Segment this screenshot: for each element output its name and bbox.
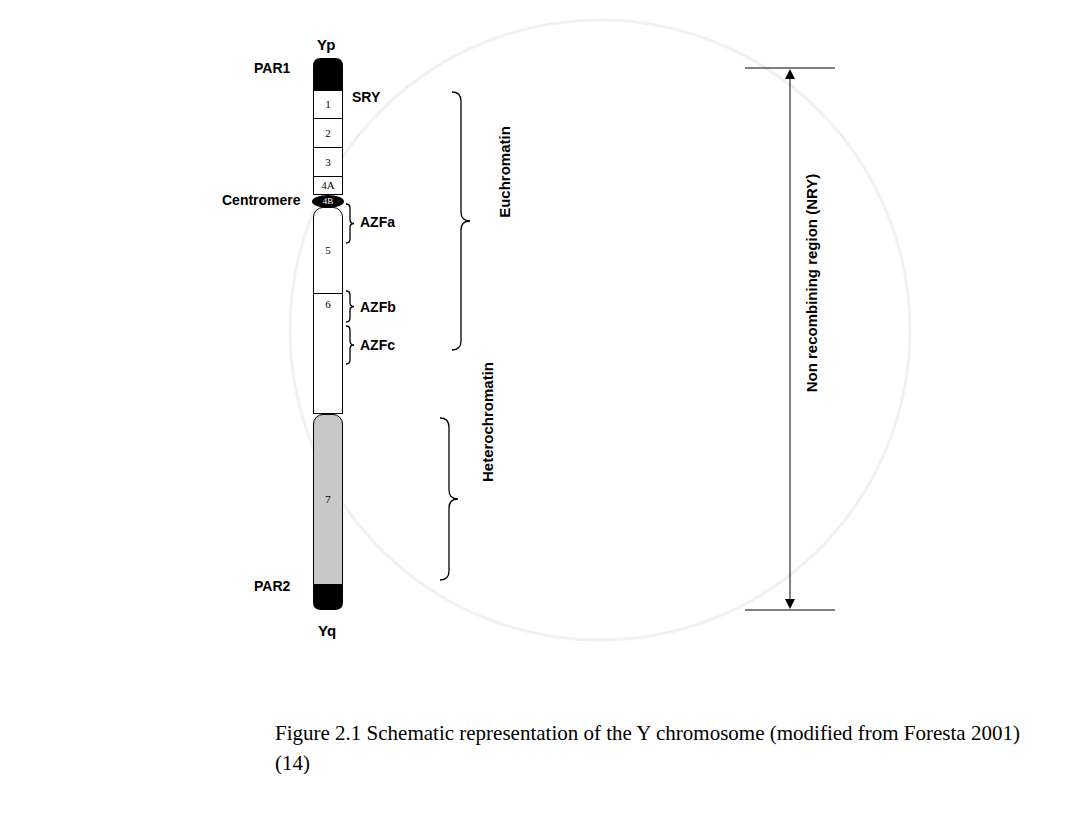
part-label: SRY: [352, 89, 380, 105]
euchromatin-brace: [452, 92, 470, 350]
part-label: Yp: [317, 36, 335, 53]
part-label: Yq: [318, 622, 336, 639]
part-label: Centromere: [222, 192, 301, 208]
chromosome-band: 5: [313, 207, 343, 294]
watermark-ring: [290, 20, 910, 640]
band-number: 4B: [323, 197, 334, 206]
chromosome-band: 1: [313, 90, 343, 119]
band-number: 2: [325, 128, 331, 139]
band-number: 6: [325, 299, 331, 310]
band-number: 3: [325, 157, 331, 168]
chromosome-band: 6: [313, 294, 343, 414]
azfb-brace: [346, 291, 354, 322]
part-label: PAR2: [254, 578, 290, 594]
nry-bottom-tick: [745, 610, 835, 611]
par1-cap: [313, 58, 343, 90]
part-label: AZFb: [360, 299, 396, 315]
region-label: Non recombining region (NRY): [803, 174, 820, 393]
heterochromatin-brace: [440, 418, 458, 580]
chromosome-band: 7: [313, 414, 343, 585]
nry-top-tick: [745, 68, 835, 69]
band-number: 7: [325, 494, 331, 505]
part-label: PAR1: [254, 60, 290, 76]
band-number: 1: [325, 99, 331, 110]
region-label: Heterochromatin: [479, 362, 496, 482]
chromosome-band: 4A: [313, 177, 343, 195]
chromosome-band: 3: [313, 148, 343, 177]
par2-cap: [313, 585, 343, 610]
band-number: 4A: [321, 180, 334, 191]
band-number: 5: [325, 245, 331, 256]
azfa-brace: [346, 204, 354, 243]
figure-caption: Figure 2.1 Schematic representation of t…: [275, 718, 1045, 778]
part-label: AZFa: [360, 214, 395, 230]
azfc-brace: [346, 326, 354, 364]
part-label: AZFc: [360, 337, 395, 353]
nry-arrow: [790, 74, 791, 604]
region-label: Euchromatin: [496, 126, 513, 218]
chromosome-band: 2: [313, 119, 343, 148]
